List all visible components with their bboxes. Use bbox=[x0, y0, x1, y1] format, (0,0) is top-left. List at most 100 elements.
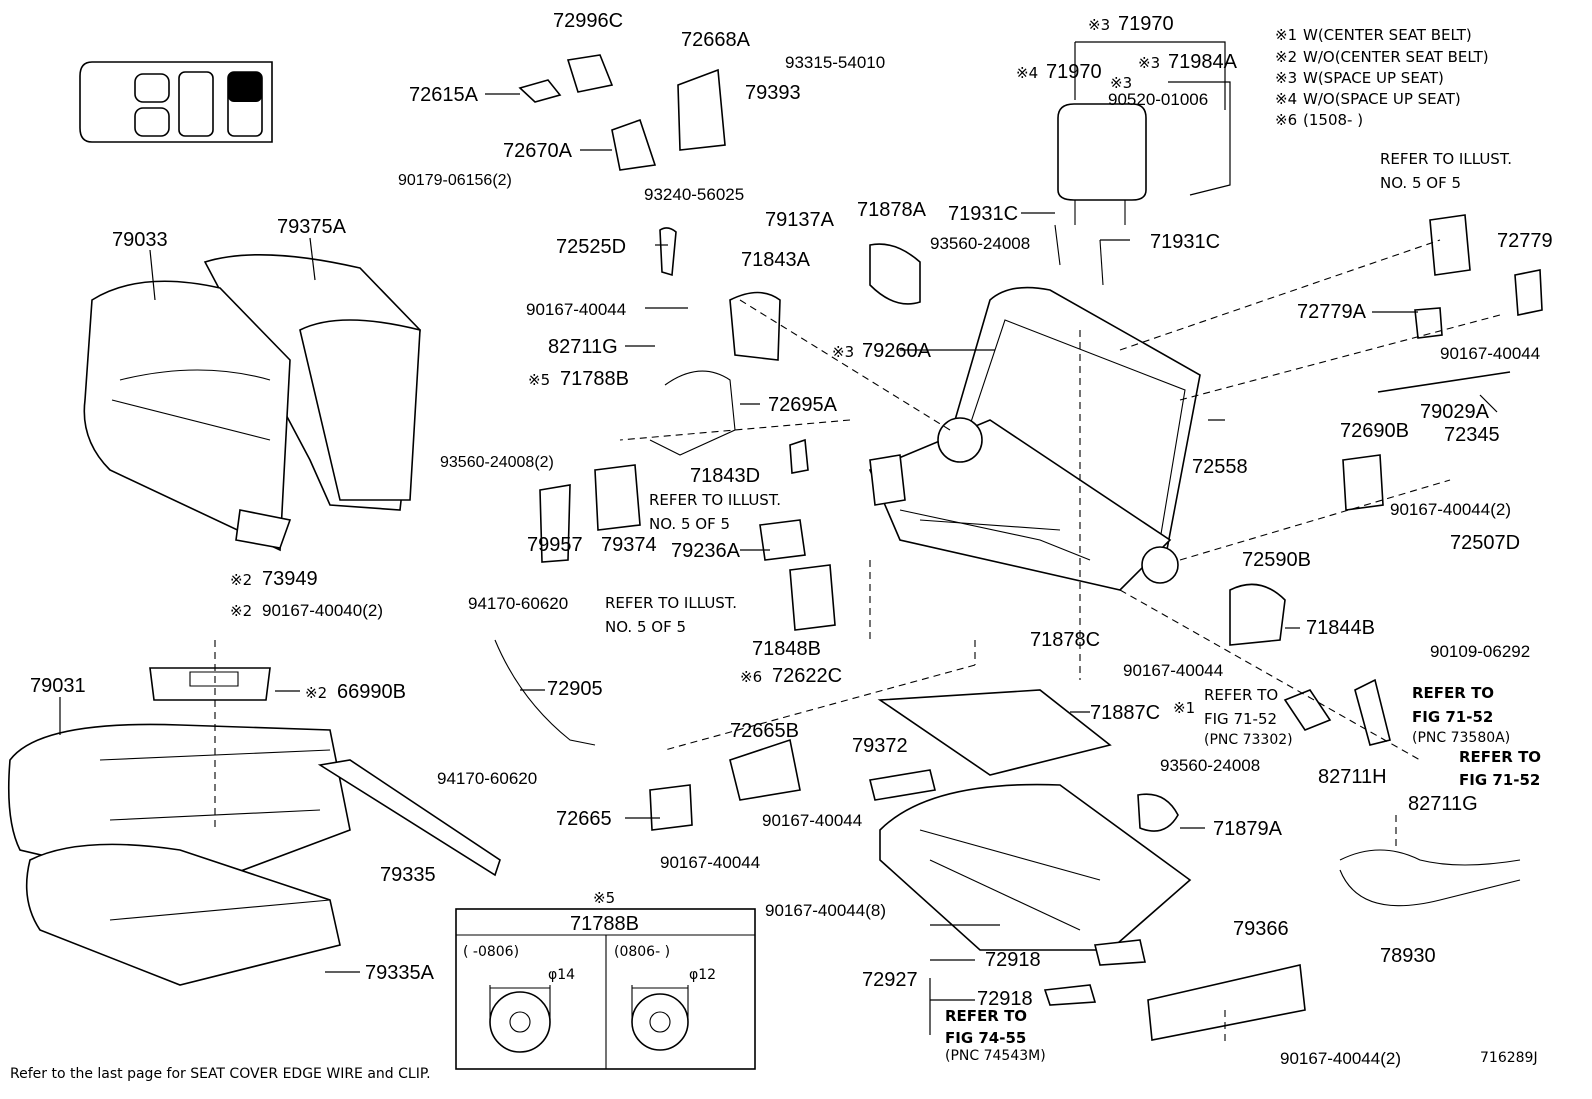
mark-label: ※3 bbox=[1138, 54, 1160, 72]
refer-note: (PNC 74543M) bbox=[945, 1048, 1046, 1064]
refer-note: NO. 5 OF 5 bbox=[1380, 174, 1461, 192]
part-label: 71931C bbox=[1150, 231, 1220, 253]
part-label: 72345 bbox=[1444, 424, 1500, 446]
part-label: 90167-40044 bbox=[660, 853, 760, 872]
legend-mark: ※1 bbox=[1275, 26, 1297, 44]
part-label: 71843A bbox=[741, 249, 811, 271]
part-label: 71878A bbox=[857, 199, 927, 221]
footer-note: Refer to the last page for SEAT COVER ED… bbox=[10, 1066, 431, 1082]
part-label: 71848B bbox=[752, 638, 821, 660]
inset-range-right: (0806- ) bbox=[614, 944, 670, 960]
part-label: 72668A bbox=[681, 29, 751, 51]
part-label: 93560-24008 bbox=[1160, 756, 1260, 775]
refer-note: REFER TO bbox=[1459, 748, 1541, 766]
part-label: 79236A bbox=[671, 540, 741, 562]
part-label: 72590B bbox=[1242, 549, 1311, 571]
inset-dim-right: φ12 bbox=[689, 967, 716, 983]
part-label: 79372 bbox=[852, 735, 908, 757]
part-label: 71970 bbox=[1118, 13, 1174, 35]
part-label: 72665B bbox=[730, 720, 799, 742]
part-label: 72927 bbox=[862, 969, 918, 991]
seat-cushion-illustration bbox=[8, 667, 351, 986]
part-label: 82711H bbox=[1318, 766, 1387, 788]
part-label: 90167-40044(8) bbox=[765, 901, 886, 920]
small-parts bbox=[59, 41, 1543, 1045]
part-label: 72665 bbox=[556, 808, 612, 830]
part-label: 72558 bbox=[1192, 456, 1248, 478]
legend-text: W/O(CENTER SEAT BELT) bbox=[1303, 48, 1489, 66]
part-label: 66990B bbox=[337, 681, 406, 703]
reference-notes: REFER TO ILLUST. NO. 5 OF 5 REFER TO ILL… bbox=[605, 150, 1541, 1064]
part-label: 90520-01006 bbox=[1108, 90, 1208, 109]
part-label: 72695A bbox=[768, 394, 838, 416]
refer-note: REFER TO bbox=[1204, 686, 1278, 704]
refer-note: NO. 5 OF 5 bbox=[605, 618, 686, 636]
part-label: 79033 bbox=[112, 229, 168, 251]
part-label: 71844B bbox=[1306, 617, 1375, 639]
mark-label: ※2 bbox=[305, 684, 327, 702]
part-labels: 72996C 72668A 93315-54010 72615A 79393 7… bbox=[30, 10, 1553, 1068]
refer-note: REFER TO ILLUST. bbox=[649, 491, 781, 509]
seat-frame-illustration bbox=[868, 286, 1201, 591]
part-label: 72996C bbox=[553, 10, 623, 32]
part-label: 72615A bbox=[409, 84, 479, 106]
part-label: 79031 bbox=[30, 675, 86, 697]
legend-text: W(SPACE UP SEAT) bbox=[1303, 69, 1444, 87]
part-label: 71887C bbox=[1090, 702, 1160, 724]
part-label: 71878C bbox=[1030, 629, 1100, 651]
refer-note: REFER TO ILLUST. bbox=[605, 594, 737, 612]
part-label: 93560-24008(2) bbox=[440, 454, 554, 471]
legend-mark: ※6 bbox=[1275, 111, 1297, 129]
refer-note: FIG 74-55 bbox=[945, 1029, 1026, 1047]
part-label: 71879A bbox=[1213, 818, 1283, 840]
part-label: 90167-40044 bbox=[762, 811, 862, 830]
part-label: 72918 bbox=[985, 949, 1041, 971]
legend-mark: ※3 bbox=[1275, 69, 1297, 87]
part-label: 72918 bbox=[977, 988, 1033, 1010]
washer-right-icon bbox=[631, 985, 689, 1051]
inset-dim-left: φ14 bbox=[548, 967, 575, 983]
lower-tray-illustration bbox=[877, 689, 1306, 1041]
part-label: 90179-06156(2) bbox=[398, 172, 512, 189]
inset-title: 71788B bbox=[570, 913, 639, 935]
part-label: 90167-40044 bbox=[1123, 661, 1223, 680]
part-label: 79029A bbox=[1420, 401, 1490, 423]
part-label: 90109-06292 bbox=[1430, 642, 1530, 661]
diagram-id: 716289J bbox=[1480, 1050, 1538, 1066]
refer-note: NO. 5 OF 5 bbox=[649, 515, 730, 533]
part-label: 79260A bbox=[862, 340, 932, 362]
part-label: 72779 bbox=[1497, 230, 1553, 252]
headrest-illustration bbox=[1054, 103, 1147, 286]
part-label: 78930 bbox=[1380, 945, 1436, 967]
seatback-cover-illustration bbox=[83, 254, 421, 552]
part-label: 90167-40044 bbox=[1440, 344, 1540, 363]
part-label: 71843D bbox=[690, 465, 760, 487]
part-label: 71931C bbox=[948, 203, 1018, 225]
part-label: 72905 bbox=[547, 678, 603, 700]
legend-text: (1508- ) bbox=[1303, 111, 1363, 129]
part-label: 90167-40044(2) bbox=[1280, 1049, 1401, 1068]
part-label: 72622C bbox=[772, 665, 842, 687]
part-label: 72670A bbox=[503, 140, 573, 162]
part-label: 79393 bbox=[745, 82, 801, 104]
part-label: 90167-40044 bbox=[526, 300, 626, 319]
part-label: 79137A bbox=[765, 209, 835, 231]
part-label: 71788B bbox=[560, 368, 629, 390]
part-label: 71984A bbox=[1168, 51, 1238, 73]
mark-label: ※1 bbox=[1173, 699, 1195, 717]
refer-note: FIG 71-52 bbox=[1459, 771, 1540, 789]
legend: ※1 W(CENTER SEAT BELT) ※2 W/O(CENTER SEA… bbox=[1275, 26, 1489, 129]
mark-label: ※2 bbox=[230, 602, 252, 620]
refer-note: (PNC 73302) bbox=[1204, 732, 1293, 748]
legend-mark: ※2 bbox=[1275, 48, 1297, 66]
refer-note: FIG 71-52 bbox=[1204, 710, 1277, 728]
part-label: 79375A bbox=[277, 216, 347, 238]
mark-label: ※3 bbox=[1110, 74, 1132, 92]
part-label: 82711G bbox=[548, 336, 618, 358]
part-label: 82711G bbox=[1408, 793, 1478, 815]
part-label: 93560-24008 bbox=[930, 234, 1030, 253]
refer-note: REFER TO ILLUST. bbox=[1380, 150, 1512, 168]
mark-label: ※4 bbox=[1016, 64, 1038, 82]
refer-note: REFER TO bbox=[945, 1007, 1027, 1025]
